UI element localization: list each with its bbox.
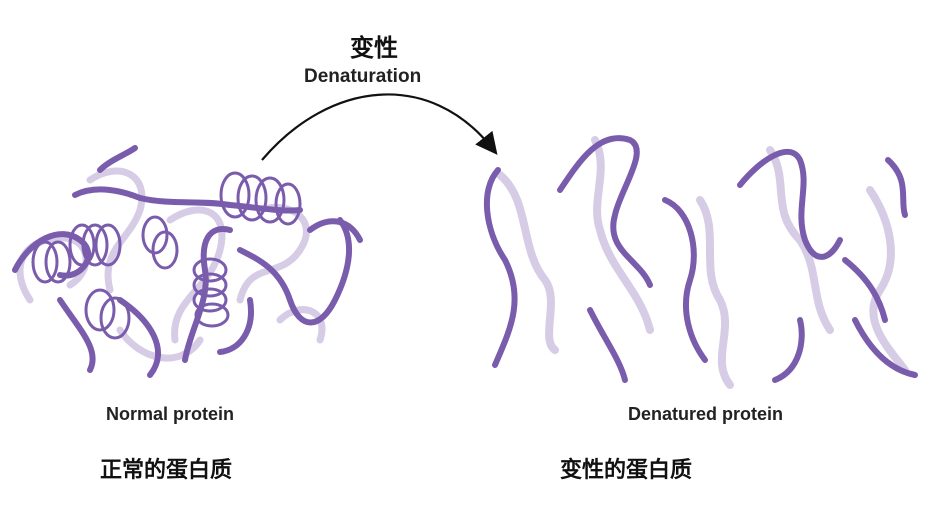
normal-protein-label-en: Normal protein: [106, 404, 235, 424]
denatured-protein-label-zh: 变性的蛋白质: [560, 457, 693, 483]
denatured-protein-label-en: Denatured protein: [628, 404, 784, 424]
denaturation-title-en: Denaturation: [304, 66, 422, 87]
denaturation-title-zh: 变性: [350, 33, 398, 62]
normal-protein-illustration: [12, 145, 363, 378]
denatured-protein-illustration: [483, 135, 918, 389]
denaturation-arrow: [261, 93, 498, 161]
normal-protein-label-zh: 正常的蛋白质: [100, 457, 233, 483]
